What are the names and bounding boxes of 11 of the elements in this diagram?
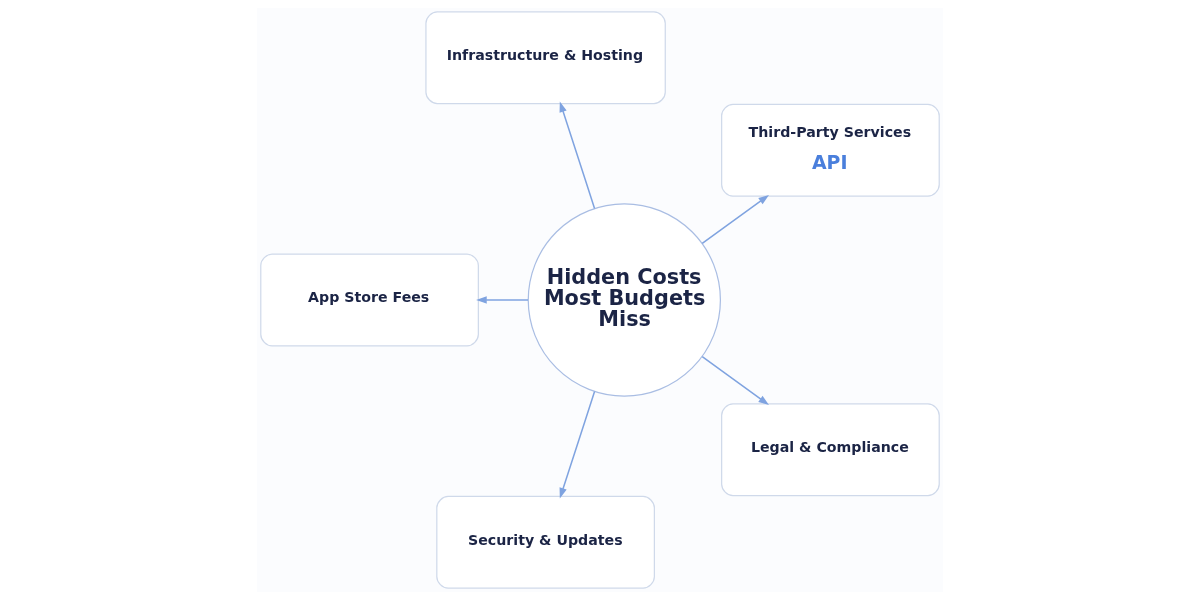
arrow bbox=[701, 194, 769, 245]
node-box: Legal & Compliance bbox=[721, 403, 940, 497]
node-circle: Hidden Costs Most Budgets Miss bbox=[527, 203, 722, 397]
arrow bbox=[559, 390, 596, 499]
node-box: App Store Fees bbox=[260, 253, 479, 347]
node-box: Infrastructure & Hosting bbox=[425, 11, 666, 105]
node-box: Security & Updates bbox=[436, 495, 655, 589]
arrow bbox=[476, 296, 529, 304]
node-box: Third-Party Services API bbox=[721, 103, 940, 197]
arrow bbox=[701, 355, 769, 406]
arrow bbox=[559, 101, 596, 210]
